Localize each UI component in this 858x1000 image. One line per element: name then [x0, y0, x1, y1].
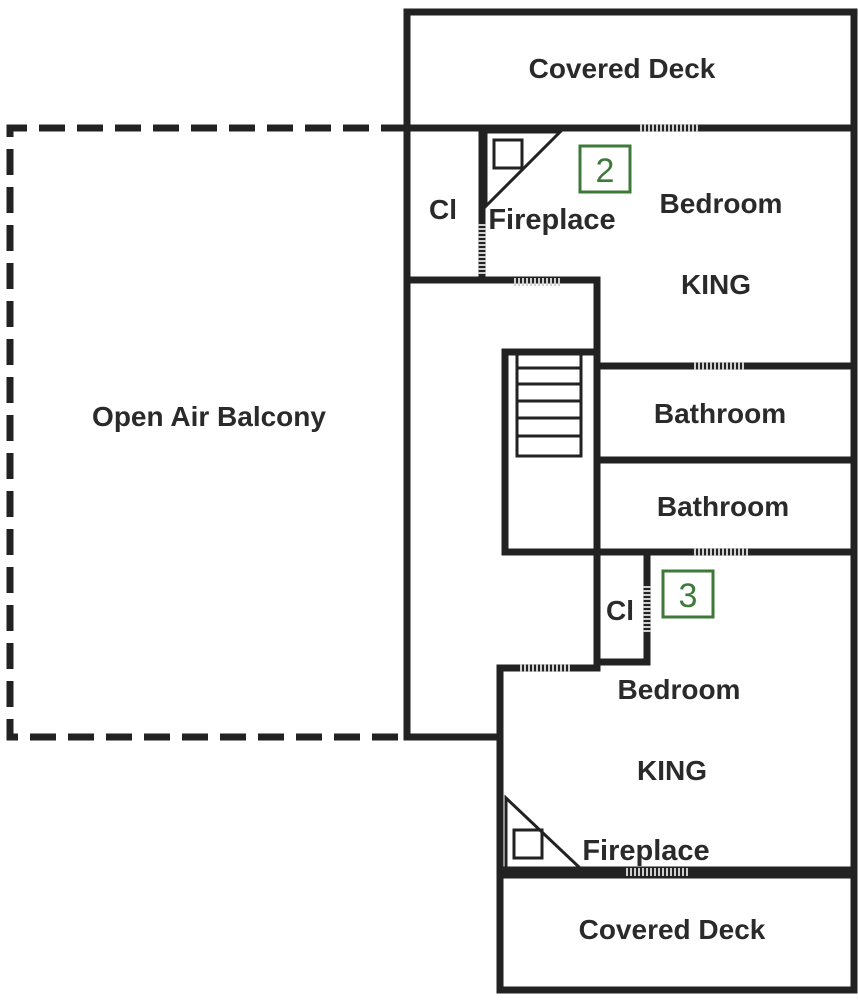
room-number-3: 3	[679, 577, 698, 615]
fireplace-bottom-label: Fireplace	[582, 835, 709, 867]
covered-deck-top-area	[403, 8, 858, 132]
closet-top-label: Cl	[429, 194, 457, 225]
bedroom-3-bed-label: KING	[637, 755, 707, 786]
room-number-2: 2	[596, 152, 615, 190]
bathroom-lower-label: Bathroom	[657, 491, 789, 522]
covered-deck-bottom-area	[496, 871, 858, 994]
bedroom-2-bed-label: KING	[681, 269, 751, 300]
open-air-balcony-label: Open Air Balcony	[92, 401, 326, 432]
room-number-3-badge: 3	[661, 569, 715, 619]
bedroom-2-label: Bedroom	[660, 188, 783, 219]
door-openings	[478, 124, 748, 876]
room-number-2-badge: 2	[578, 144, 632, 194]
closet-bottom-label: Cl	[606, 595, 634, 626]
closet-top-walls	[403, 124, 601, 370]
stair-well	[501, 348, 601, 556]
covered-deck-bottom-label: Covered Deck	[579, 914, 766, 945]
bathroom-walls	[593, 362, 858, 666]
bathroom-upper-label: Bathroom	[654, 398, 786, 429]
fireplace-top-label: Fireplace	[488, 204, 615, 236]
fireplace-bottom-symbol	[504, 794, 584, 870]
fireplace-top-symbol	[484, 130, 564, 210]
exterior-walls	[403, 124, 858, 874]
covered-deck-top-label: Covered Deck	[529, 53, 716, 84]
bedroom-3-label: Bedroom	[618, 674, 741, 705]
open-air-balcony-area	[6, 124, 407, 741]
